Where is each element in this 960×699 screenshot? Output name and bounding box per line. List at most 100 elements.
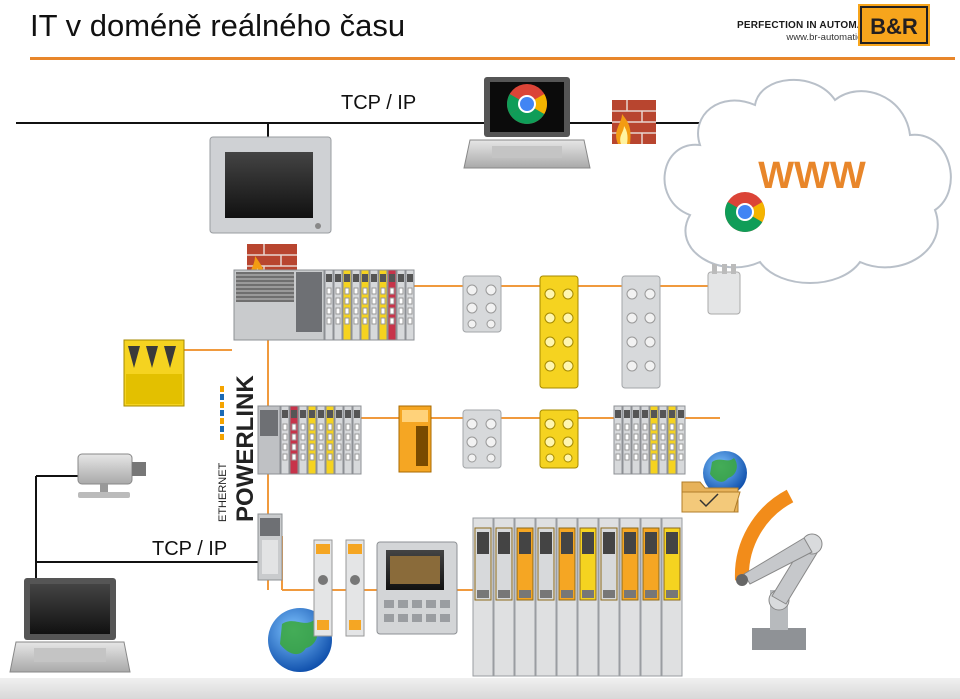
io-slice-terminal — [390, 318, 394, 324]
io-slice-terminal — [408, 318, 412, 324]
io-slice-terminal — [679, 444, 683, 450]
io-slice-terminal — [670, 434, 674, 440]
io-slice-terminal — [319, 424, 323, 430]
io-slice-led — [380, 274, 386, 282]
io-slice-terminal — [327, 298, 331, 304]
drive-display — [624, 532, 636, 554]
laptop-icon — [10, 578, 130, 672]
io-slice-terminal — [301, 424, 305, 430]
io-slice-terminal — [354, 318, 358, 324]
io-slice-terminal — [319, 454, 323, 460]
io-slice-terminal — [345, 308, 349, 314]
io-slice-terminal — [634, 454, 638, 460]
io-slice-led — [651, 410, 657, 418]
io-slice-terminal — [355, 424, 359, 430]
drive-display — [582, 532, 594, 554]
io-slice-terminal — [625, 454, 629, 460]
io-slice-terminal — [283, 424, 287, 430]
io-slice-terminal — [354, 298, 358, 304]
io-slice-led — [642, 410, 648, 418]
io-slice-terminal — [652, 444, 656, 450]
io-slice-terminal — [399, 318, 403, 324]
io-slice-terminal — [381, 318, 385, 324]
io-slice-terminal — [616, 444, 620, 450]
drive-connector — [561, 590, 573, 598]
drive-display — [540, 532, 552, 554]
io-slice-terminal — [643, 434, 647, 440]
io-slice-terminal — [337, 444, 341, 450]
io-slice-terminal — [661, 454, 665, 460]
io-slice-terminal — [336, 298, 340, 304]
bus-controller — [258, 406, 280, 474]
drive-connector — [540, 590, 552, 598]
io-slice-terminal — [346, 434, 350, 440]
io-slice-terminal — [670, 444, 674, 450]
drive-display — [645, 532, 657, 554]
io-slice-terminal — [381, 288, 385, 294]
io-slice-terminal — [661, 444, 665, 450]
io-slice-terminal — [355, 444, 359, 450]
drive-connector — [582, 590, 594, 598]
io-slice-terminal — [337, 434, 341, 440]
io-slice-terminal — [346, 454, 350, 460]
io-slice-led — [344, 274, 350, 282]
io-slice-terminal — [292, 434, 296, 440]
drive-display — [603, 532, 615, 554]
tcp-ip-label-top: TCP / IP — [341, 92, 416, 115]
io-slice-led — [669, 410, 675, 418]
io-slice-terminal — [643, 444, 647, 450]
io-slice-led — [309, 410, 315, 418]
io-slice-terminal — [399, 308, 403, 314]
io-slice-terminal — [355, 454, 359, 460]
io-slice-terminal — [319, 444, 323, 450]
slide-footer-bar — [0, 678, 960, 699]
io-slice-led — [335, 274, 341, 282]
io-slice-led — [326, 274, 332, 282]
io-module-strip — [281, 406, 361, 474]
io-slice-led — [354, 410, 360, 418]
remote-io-block-yellow — [540, 276, 578, 388]
io-slice-terminal — [390, 288, 394, 294]
io-slice-terminal — [399, 298, 403, 304]
io-slice-terminal — [408, 288, 412, 294]
drive-display — [498, 532, 510, 554]
io-slice-terminal — [310, 444, 314, 450]
remote-io-block-grey — [463, 276, 501, 332]
io-slice-led — [398, 274, 404, 282]
io-slice-terminal — [354, 288, 358, 294]
io-slice-led — [353, 274, 359, 282]
io-slice-led — [678, 410, 684, 418]
io-slice-led — [371, 274, 377, 282]
io-slice-led — [318, 410, 324, 418]
www-label: WWW — [758, 155, 866, 197]
io-slice-terminal — [372, 288, 376, 294]
io-slice-terminal — [616, 454, 620, 460]
io-slice-terminal — [310, 424, 314, 430]
io-slice-terminal — [634, 434, 638, 440]
io-slice-terminal — [363, 318, 367, 324]
io-slice-terminal — [346, 444, 350, 450]
io-slice-terminal — [345, 318, 349, 324]
remote-io-block-yellow — [540, 410, 578, 468]
io-slice-terminal — [679, 434, 683, 440]
io-slice-led — [336, 410, 342, 418]
io-slice-terminal — [328, 454, 332, 460]
powerlink-logo: ETHERNET POWERLINK — [217, 375, 259, 522]
io-slice-terminal — [372, 298, 376, 304]
chrome-icon — [507, 84, 547, 124]
io-slice-led — [407, 274, 413, 282]
io-slice-terminal — [679, 454, 683, 460]
io-slice-terminal — [328, 434, 332, 440]
safety-io-module — [124, 340, 184, 406]
drive-display — [666, 532, 678, 554]
io-slice-terminal — [337, 424, 341, 430]
io-slice-terminal — [363, 288, 367, 294]
servo-drive-small — [346, 540, 364, 636]
camera-icon — [78, 454, 146, 498]
io-slice-terminal — [310, 434, 314, 440]
io-slice-terminal — [336, 318, 340, 324]
io-slice-led — [345, 410, 351, 418]
io-slice-terminal — [363, 298, 367, 304]
io-slice-terminal — [319, 434, 323, 440]
drive-connector — [645, 590, 657, 598]
